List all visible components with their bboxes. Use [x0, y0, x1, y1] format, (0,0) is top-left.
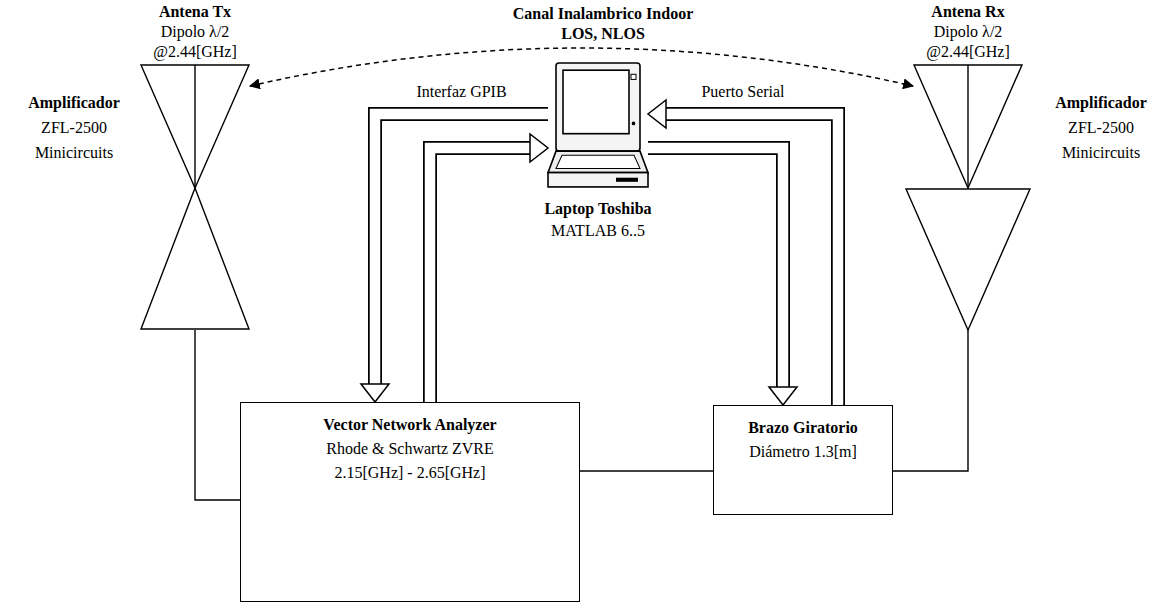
antenna-outline [914, 65, 1022, 188]
channel-label: LOS, NLOS [558, 24, 648, 44]
cable-line [195, 330, 240, 500]
bus-label: Interfaz GPIB [413, 82, 509, 102]
laptop-base [548, 173, 648, 187]
node-text: Diámetro 1.3[m] [749, 440, 857, 464]
laptop-lid [556, 63, 640, 151]
laptop-keys [556, 155, 640, 168]
bus-arrowhead [530, 134, 548, 162]
node-text: ZFL-2500 [1068, 115, 1134, 140]
node-text: Rhode & Schwartz ZVRE [326, 437, 494, 461]
text-column: Laptop ToshibaMATLAB 6..5 [498, 198, 698, 242]
amplifier-node: AmplificadorZFL-2500Minicircuits [140, 188, 250, 330]
node-text: Dipolo λ/2 [161, 22, 230, 42]
bus-outline [430, 148, 530, 402]
node-heading: Laptop Toshiba [544, 198, 651, 220]
text-column: AmplificadorZFL-2500Minicircuits [13, 90, 135, 165]
node-text: ZFL-2500 [41, 115, 107, 140]
bus-arrowhead [648, 100, 666, 128]
channel-label: Canal Inalambrico Indoor [510, 4, 696, 24]
bus-outline [648, 148, 783, 387]
bus-fill [430, 148, 530, 402]
antenna-mast [967, 65, 968, 188]
node-text: MATLAB 6..5 [551, 220, 645, 242]
node-heading: Amplificador [1055, 90, 1147, 115]
cable-line [893, 330, 968, 471]
node-text: 2.15[GHz] - 2.65[GHz] [334, 461, 485, 485]
amplifier-node: AmplificadorZFL-2500Minicircuits [905, 188, 1031, 330]
laptop-node: Laptop ToshibaMATLAB 6..5 [548, 62, 648, 190]
node-text: Dipolo λ/2 [934, 22, 1003, 42]
antenna-outline [141, 65, 249, 188]
amplifier-triangle [141, 188, 249, 329]
laptop-led [632, 122, 636, 126]
node-text: Minicircuits [35, 140, 113, 165]
bus-outline [666, 114, 838, 405]
bus-fill [666, 114, 838, 405]
antDown-symbol [140, 64, 250, 188]
node-text: Minicircuits [1062, 140, 1140, 165]
node-text: @2.44[GHz] [153, 42, 237, 62]
ampDown-symbol [905, 188, 1031, 330]
node-heading: Brazo Giratorio [748, 416, 858, 440]
antenna-node: Antena RxDipolo λ/2@2.44[GHz] [913, 64, 1023, 188]
data-bus-arrow [361, 114, 548, 402]
data-bus-arrow [648, 100, 838, 405]
rotating-arm-box: Brazo GiratorioDiámetro 1.3[m] [713, 405, 893, 515]
analyzer-box: Vector Network AnalyzerRhode & Schwartz … [240, 402, 580, 602]
node-heading: Vector Network Analyzer [323, 413, 496, 437]
laptop-symbol [548, 62, 648, 190]
rf-cable [893, 330, 968, 471]
laptop-keyboard [548, 151, 648, 173]
node-heading: Antena Rx [931, 2, 1004, 22]
antenna-mast [194, 65, 195, 188]
bus-arrowhead [769, 387, 797, 405]
bus-fill [648, 148, 783, 387]
antenna-node: Antena TxDipolo λ/2@2.44[GHz] [140, 64, 250, 188]
amplifier-triangle [906, 189, 1030, 330]
node-heading: Amplificador [28, 90, 120, 115]
laptop-button [631, 74, 636, 79]
ampUp-symbol [140, 188, 250, 330]
bus-arrowhead [361, 384, 389, 402]
text-column: Antena TxDipolo λ/2@2.44[GHz] [100, 2, 290, 62]
text-column: Antena RxDipolo λ/2@2.44[GHz] [873, 2, 1063, 62]
antDown-symbol [913, 64, 1023, 188]
node-text: @2.44[GHz] [926, 42, 1010, 62]
laptop-screen [563, 70, 629, 133]
rf-cable [580, 471, 713, 472]
node-heading: Antena Tx [159, 2, 231, 22]
cable-line [580, 470, 713, 471]
laptop-drive [616, 178, 638, 182]
channel-label-column: Canal Inalambrico IndoorLOS, NLOS [453, 4, 753, 44]
text-column: AmplificadorZFL-2500Minicircuits [1040, 90, 1162, 165]
bus-label: Puerto Serial [698, 82, 787, 102]
rf-cable [195, 330, 240, 500]
